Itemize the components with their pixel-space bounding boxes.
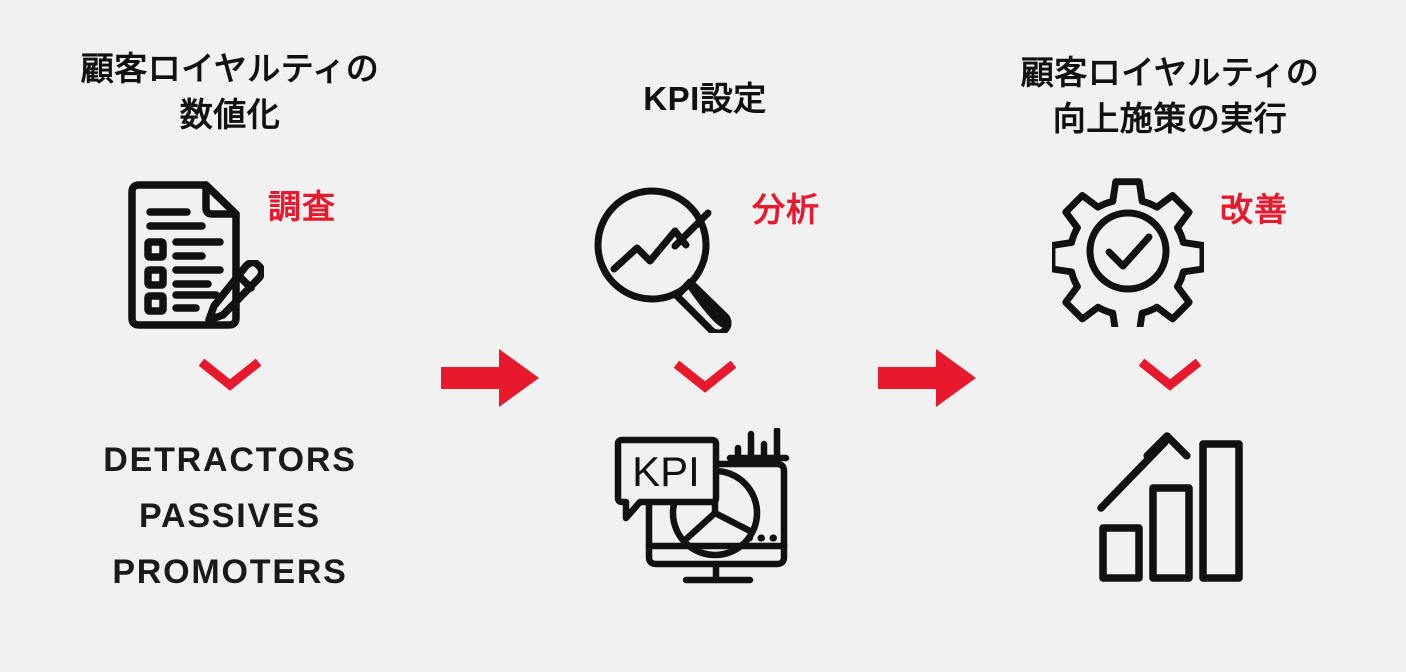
kpi-bubble-label: KPI [632,448,700,495]
survey-document-pencil-icon [124,180,264,330]
step-3-stage-label: 改善 [1220,191,1288,228]
step-1-stage-label: 調査 [268,188,336,225]
process-step-3: 顧客ロイヤルティの 向上施策の実行 改善 [960,0,1380,672]
nps-segment-list: DETRACTORS PASSIVES PROMOTERS [103,432,357,600]
process-step-1: 顧客ロイヤルティの 数値化 [20,0,440,672]
nps-segment-passives: PASSIVES [139,497,321,535]
step-2-connector [565,360,845,394]
step-1-bottom: DETRACTORS PASSIVES PROMOTERS [20,432,440,600]
gear-check-icon [1052,175,1204,327]
chevron-down-icon [1139,358,1201,391]
chevron-down-icon [199,358,261,391]
step-3-bottom [960,420,1380,585]
step-3-connector [960,358,1380,392]
kpi-speech-bubble: KPI [614,436,720,522]
process-step-2: KPI設定 分析 [565,0,845,672]
step-3-title: 顧客ロイヤルティの 向上施策の実行 [1020,54,1320,137]
chevron-down-icon [674,360,736,393]
nps-segment-promoters: PROMOTERS [112,553,348,591]
step-2-bottom: KPI [565,428,845,590]
pencil-icon [205,260,264,324]
growth-bar-chart-arrow-icon [1095,420,1245,585]
step-1-top-icon-row: 調査 [20,180,440,330]
right-arrow-icon [878,349,976,407]
step-1-connector [20,358,440,392]
step-2-title: KPI設定 [643,80,767,117]
flow-arrow-1 [441,347,541,409]
step-3-top-icon-row: 改善 [960,175,1380,327]
nps-segment-detractors: DETRACTORS [103,441,357,479]
flow-arrow-2 [878,347,978,409]
magnifier-line-chart-icon [590,183,740,333]
step-2-stage-label: 分析 [752,191,820,228]
step-2-top-icon-row: 分析 [565,183,845,333]
kpi-dashboard-monitor-icon: KPI [610,428,800,590]
step-1-title: 顧客ロイヤルティの 数値化 [80,50,380,133]
right-arrow-icon [441,349,539,407]
